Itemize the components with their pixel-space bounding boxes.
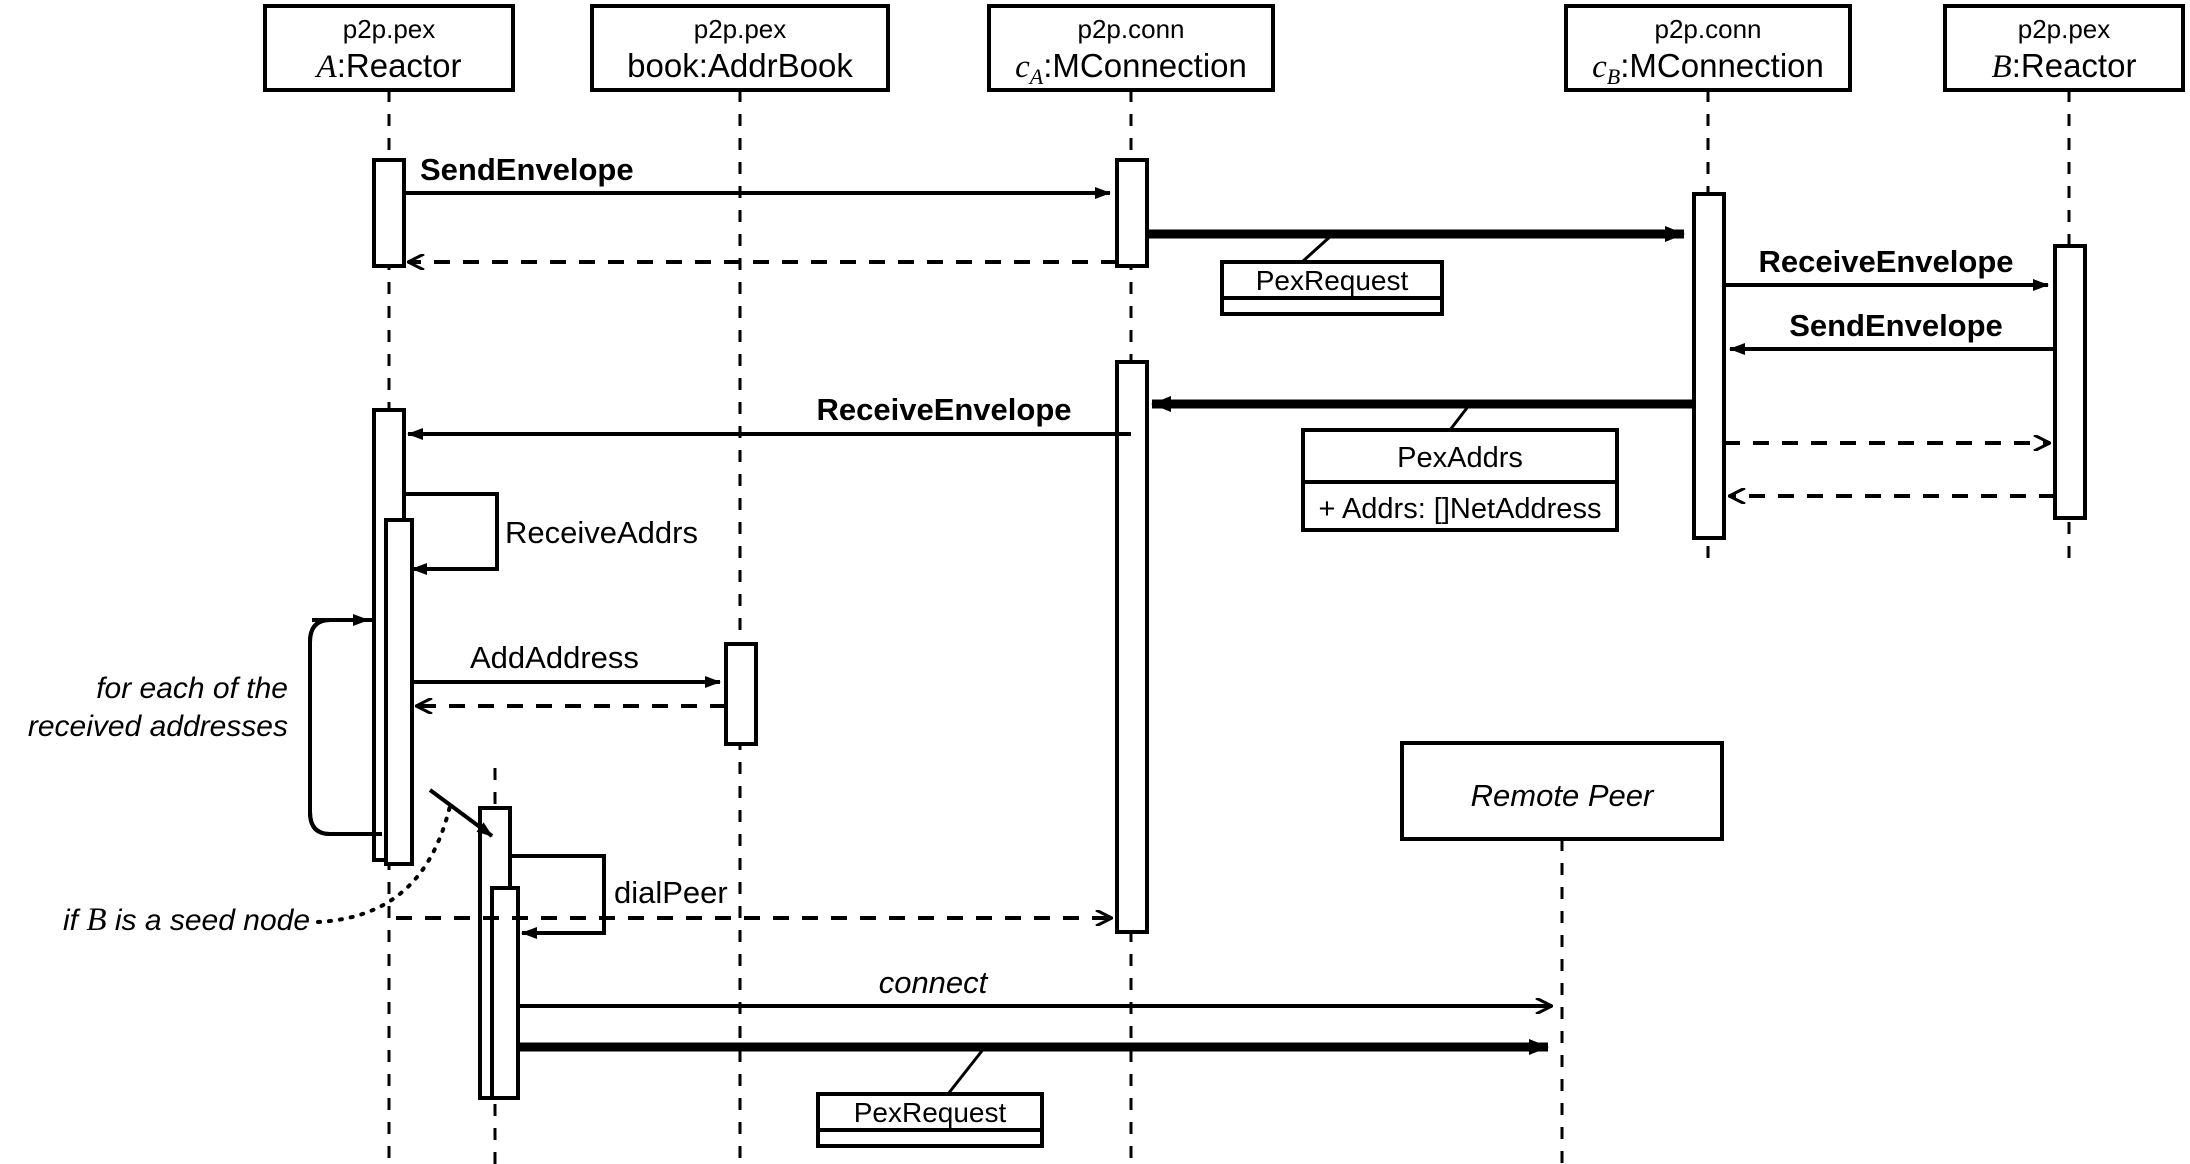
message-label-receive-envelope-b: ReceiveEnvelope: [1758, 244, 2013, 279]
pex-addrs-note[interactable]: PexAddrs + Addrs: []NetAddress: [1301, 403, 1619, 532]
for-each-annotation: for each of the received addresses: [28, 672, 288, 743]
lifeline-name-italic-cB: c: [1592, 49, 1607, 85]
loop-bracket-for-each: [308, 614, 382, 836]
lifeline-name-cB: cB:MConnection: [1592, 47, 1824, 89]
lifeline-header-cA[interactable]: p2p.conn cA:MConnection: [987, 4, 1275, 92]
lifeline-name-rest-cA: :MConnection: [1043, 47, 1247, 84]
lifeline-header-book[interactable]: p2p.pex book:AddrBook: [590, 4, 890, 92]
pex-addrs-note-name: PexAddrs: [1397, 442, 1523, 474]
message-receive-envelope-a[interactable]: ReceiveEnvelope: [407, 392, 1131, 440]
lifeline-name-italic-A: A: [315, 49, 338, 85]
message-label-send-envelope-b: SendEnvelope: [1789, 308, 2003, 343]
act-B-1[interactable]: [2053, 244, 2087, 520]
activation-bars: [372, 158, 2087, 1100]
seed-node-annotation-text: if B is a seed node: [63, 902, 310, 938]
lifeline-name-rest-A: :Reactor: [337, 47, 462, 84]
lifeline-name-italic-B: B: [1992, 49, 2012, 85]
seed-node-create-arrow: [428, 788, 494, 838]
message-label-add-address: AddAddress: [470, 640, 639, 675]
act-book-3[interactable]: [490, 886, 520, 1100]
seed-node-prefix: if: [63, 904, 86, 937]
lifeline-name-rest-cB: :MConnection: [1620, 47, 1824, 84]
message-label-connect: connect: [879, 965, 989, 1000]
lifeline-stereotype-A: p2p.pex: [343, 14, 436, 44]
seed-node-annotation: if B is a seed node: [63, 788, 494, 938]
message-send-envelope-a[interactable]: SendEnvelope: [404, 152, 1111, 199]
message-label-dial-peer: dialPeer: [614, 875, 728, 910]
lifeline-name-sub-cA: A: [1028, 64, 1044, 89]
lifeline-name-A: A:Reactor: [315, 47, 462, 85]
lifeline-name-sub-cB: B: [1607, 64, 1620, 89]
pex-request-note-top-name: PexRequest: [1256, 265, 1409, 296]
message-connect[interactable]: connect: [518, 965, 1552, 1006]
seed-node-suffix: is a seed node: [107, 904, 310, 937]
lifeline-stereotype-book: p2p.pex: [694, 14, 787, 44]
message-label-send-envelope-a: SendEnvelope: [420, 152, 634, 187]
pex-request-note-bottom[interactable]: PexRequest: [816, 1046, 1044, 1148]
message-send-envelope-b[interactable]: SendEnvelope: [1729, 308, 2055, 355]
lifeline-name-italic-cA: c: [1015, 49, 1030, 85]
act-cB-1[interactable]: [1692, 192, 1726, 540]
seed-node-math: B: [86, 902, 106, 938]
act-book-1[interactable]: [724, 642, 758, 746]
act-a-3[interactable]: [384, 518, 414, 866]
pex-request-note-bottom-name: PexRequest: [854, 1097, 1007, 1128]
lifeline-stereotype-cB: p2p.conn: [1655, 14, 1762, 44]
lifeline-name-book: book:AddrBook: [627, 47, 853, 84]
lifeline-header-A[interactable]: p2p.pex A:Reactor: [263, 4, 515, 92]
message-receive-envelope-b[interactable]: ReceiveEnvelope: [1724, 244, 2049, 291]
lifeline-header-B[interactable]: p2p.pex B:Reactor: [1943, 4, 2185, 92]
lifeline-name-rest-B: :Reactor: [2012, 47, 2137, 84]
lifeline-name-remote: Remote Peer: [1471, 778, 1655, 813]
act-cA-2[interactable]: [1115, 360, 1149, 934]
lifeline-name-cA: cA:MConnection: [1015, 47, 1247, 89]
lifeline-stereotype-cA: p2p.conn: [1078, 14, 1185, 44]
annotations: for each of the received addresses if B …: [28, 672, 494, 938]
message-add-address[interactable]: AddAddress: [412, 640, 721, 688]
message-label-receive-envelope-a: ReceiveEnvelope: [816, 392, 1071, 427]
lifeline-header-remote[interactable]: Remote Peer: [1400, 741, 1724, 841]
pex-addrs-note-attribute: + Addrs: []NetAddress: [1319, 493, 1602, 525]
for-each-annotation-line1: for each of the: [96, 672, 288, 705]
messages: SendEnvelope ReceiveEnvelope SendEnvelop…: [308, 152, 2055, 1055]
lifeline-stereotype-B: p2p.pex: [2018, 14, 2111, 44]
for-each-annotation-line2: received addresses: [28, 710, 288, 743]
message-label-receive-addrs: ReceiveAddrs: [505, 515, 698, 550]
lifeline-header-cB[interactable]: p2p.conn cB:MConnection: [1564, 4, 1852, 92]
class-notes: PexRequest PexAddrs + Addrs: []NetAddres…: [816, 232, 1619, 1148]
act-cA-1[interactable]: [1115, 158, 1149, 268]
lifeline-name-B: B:Reactor: [1992, 47, 2137, 85]
seed-node-leader-line: [316, 804, 452, 924]
lifeline-headers: p2p.pex A:Reactor p2p.pex book:AddrBook …: [263, 4, 2185, 841]
message-dial-peer[interactable]: dialPeer: [510, 854, 728, 939]
pex-request-note-top[interactable]: PexRequest: [1220, 232, 1444, 316]
act-a-1[interactable]: [372, 158, 406, 268]
message-receive-addrs[interactable]: ReceiveAddrs: [404, 492, 698, 575]
